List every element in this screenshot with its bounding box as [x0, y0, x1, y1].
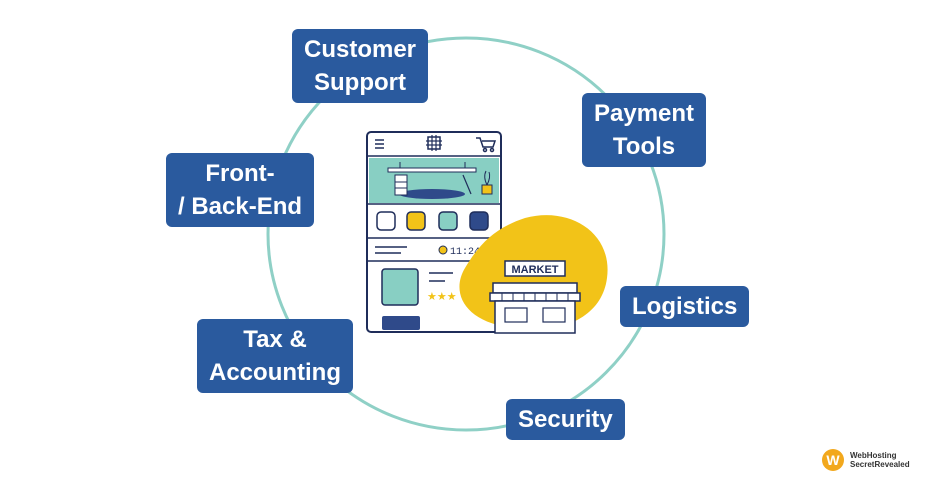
rating-stars: ★★★ — [427, 290, 457, 303]
label-logistics: Logistics — [620, 286, 750, 327]
cart-icon — [476, 137, 497, 153]
logo-icon — [426, 135, 442, 151]
brand-logo: W WebHosting SecretRevealed — [822, 449, 910, 471]
label-tax-accounting: Tax & Accounting — [197, 319, 353, 393]
brand-badge-icon: W — [822, 449, 844, 471]
marketplace-illustration: 11:24:51 ★★★ MARKET — [366, 131, 608, 334]
label-security: Security — [506, 399, 625, 440]
market-sign: MARKET — [511, 264, 558, 276]
label-payment-tools: Payment Tools — [582, 93, 707, 167]
clock-icon — [438, 245, 448, 255]
label-front-back-end: Front- / Back-End — [166, 153, 315, 227]
market-building: MARKET — [459, 215, 608, 334]
app-screen: 11:24:51 ★★★ — [366, 131, 502, 333]
label-customer-support: Customer Support — [292, 29, 429, 103]
countdown-timer: 11:24:51 — [450, 247, 498, 258]
menu-icon — [375, 139, 384, 149]
